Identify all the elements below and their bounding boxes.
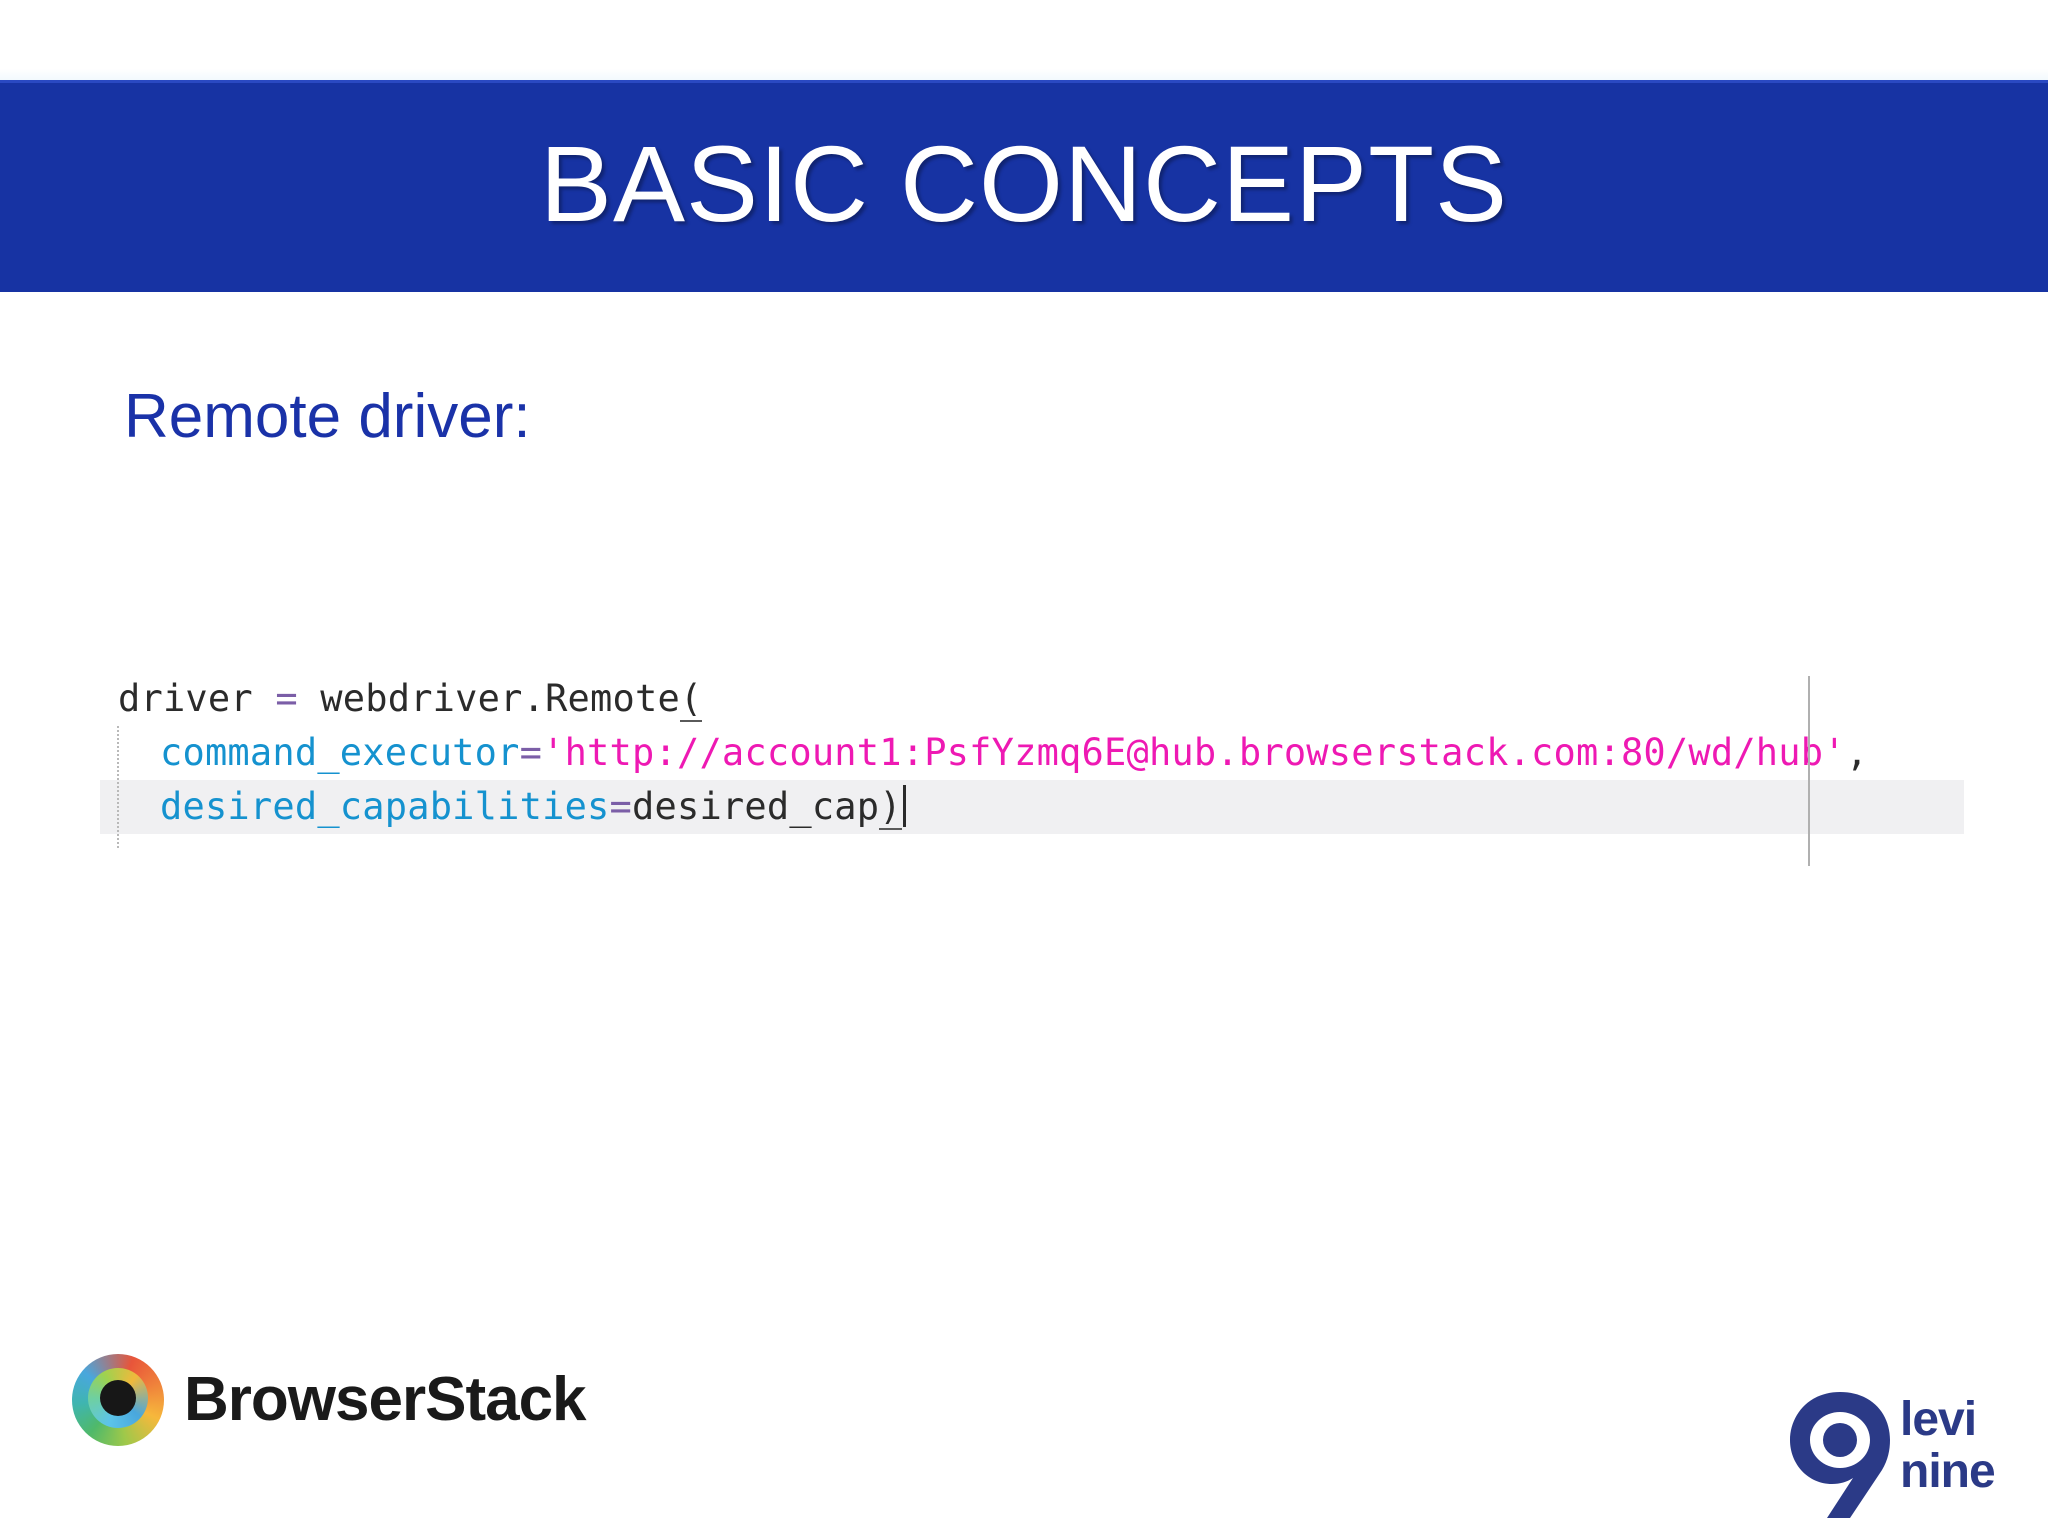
code-token-operator: = xyxy=(519,731,543,774)
code-token-plain: , xyxy=(1845,731,1869,774)
page-title: BASIC CONCEPTS xyxy=(539,123,1509,244)
code-token-paren-underlined: ( xyxy=(679,677,703,722)
browserstack-logo: BrowserStack xyxy=(72,1352,612,1448)
code-line[interactable]: command_executor='http://account1:PsfYzm… xyxy=(100,726,1964,780)
code-indent-guide xyxy=(117,726,119,848)
text-caret xyxy=(902,785,906,827)
levinine-wordmark-line1: levi xyxy=(1900,1393,1977,1446)
code-block[interactable]: driver = webdriver.Remote(command_execut… xyxy=(100,672,1964,862)
code-token-paren-underlined: ) xyxy=(879,785,902,830)
code-line[interactable]: driver = webdriver.Remote( xyxy=(100,672,1964,726)
levinine-logo: levi nine xyxy=(1782,1386,2032,1526)
code-token-plain: driver xyxy=(118,677,276,720)
browserstack-eye-icon xyxy=(72,1354,164,1446)
code-token-plain: webdriver.Remote xyxy=(297,677,680,720)
code-line[interactable]: desired_capabilities=desired_cap) xyxy=(100,780,1964,834)
code-token-plain: desired_cap xyxy=(632,785,880,828)
title-banner: BASIC CONCEPTS xyxy=(0,80,2048,292)
code-column-ruler xyxy=(1808,676,1810,866)
code-token-keyword-argument: desired_capabilities xyxy=(160,785,610,828)
levinine-wordmark: levi nine xyxy=(1900,1393,1996,1498)
code-token-keyword-argument: command_executor xyxy=(160,731,520,774)
section-subheading: Remote driver: xyxy=(124,382,531,451)
slide-top-gutter xyxy=(0,0,2048,80)
browserstack-wordmark: BrowserStack xyxy=(184,1365,587,1434)
code-token-operator: = xyxy=(275,677,298,720)
levinine-nine-icon xyxy=(1790,1392,1890,1518)
levinine-wordmark-line2: nine xyxy=(1900,1445,1996,1498)
code-token-string: 'http://account1:PsfYzmq6E@hub.browserst… xyxy=(542,731,1846,774)
code-token-operator: = xyxy=(609,785,633,828)
